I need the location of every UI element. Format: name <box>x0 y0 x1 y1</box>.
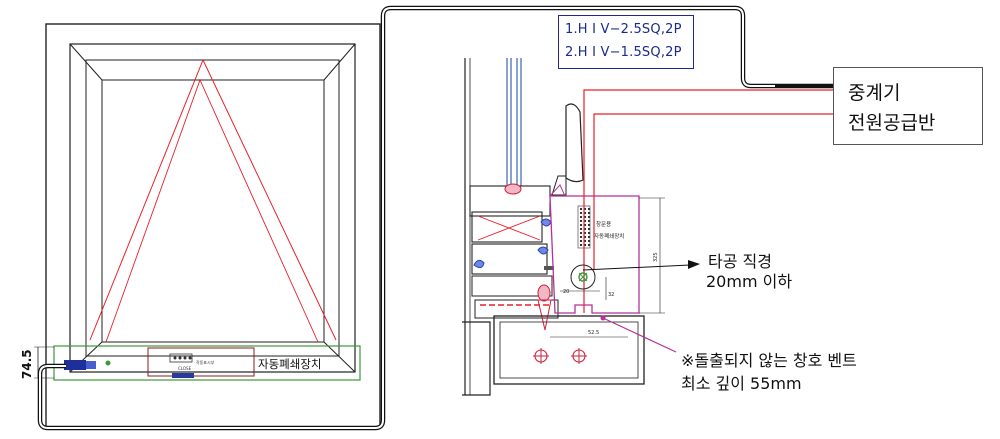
sensor-block <box>64 360 86 370</box>
gasket-blue <box>537 246 549 255</box>
hole-circle <box>570 264 596 290</box>
auto-closer-strip <box>53 345 361 381</box>
opening-indicator-inner <box>105 78 319 343</box>
hole-center-cross <box>578 272 588 282</box>
handle <box>565 103 584 183</box>
closer-device-outline <box>549 195 640 314</box>
section-detail: 52.5 창문용 자동폐쇄장치 20 32 325 <box>462 58 835 396</box>
window-elevation: CLOSE 작동표시부 자동폐쇄장치 74.5 <box>20 23 381 429</box>
frame-profile <box>471 243 548 275</box>
screw <box>537 299 552 331</box>
connector-pin <box>188 356 192 360</box>
frame-profile <box>471 275 553 297</box>
hole-leader-line <box>582 264 691 271</box>
connector <box>169 353 193 363</box>
vent-leader-dot <box>600 315 606 321</box>
wire-spec-line-2: 2.H I V−1.5SQ,2P <box>565 45 682 60</box>
sensor-block <box>86 361 96 369</box>
hole-diameter-note-line-2: 20mm 이하 <box>706 272 793 291</box>
device-label-line2: 자동폐쇄장치 <box>594 232 624 240</box>
opening-indicator-outer <box>89 58 337 341</box>
mitre-line <box>323 341 356 373</box>
label-plate <box>172 373 194 378</box>
closer-device-outline <box>549 184 566 197</box>
outer-frame <box>45 23 381 429</box>
dim-32: 32 <box>608 292 614 298</box>
dim-52-5: 52.5 <box>588 330 599 336</box>
connector-pin <box>183 356 187 360</box>
mitre-line <box>323 43 356 81</box>
gasket <box>537 284 551 302</box>
dimension-74-5: 74.5 <box>20 349 34 379</box>
connector-pin <box>178 356 182 360</box>
window-frame <box>69 43 356 373</box>
vent-depth-note-line-1: ※돌출되지 않는 창호 벤트 <box>681 351 857 370</box>
frame-profile <box>471 211 543 243</box>
wire-red-2 <box>593 113 835 270</box>
vent-leader-line <box>602 317 677 353</box>
hole-center <box>578 272 588 282</box>
close-label: CLOSE <box>178 366 192 371</box>
handle-base <box>551 175 567 196</box>
relay-panel-line-2: 전원공급반 <box>848 112 936 134</box>
vent-inner <box>499 321 639 379</box>
wire-spec-box: 1.H I V−2.5SQ,2P 2.H I V−1.5SQ,2P <box>558 15 694 69</box>
hole-diameter-note-line-1: 타공 직경 <box>708 252 772 271</box>
sill-profile <box>474 299 559 319</box>
mitre-line <box>69 43 103 81</box>
fixing-bolt <box>544 266 554 270</box>
dim-20: 20 <box>563 289 569 295</box>
power-cable-inner <box>39 7 835 429</box>
auto-closer-label: 자동폐쇄장치 <box>258 357 321 371</box>
cable-end <box>775 84 833 88</box>
control-box <box>147 347 255 377</box>
gasket <box>504 183 522 195</box>
device-label-line1: 창문용 <box>596 220 611 228</box>
sash-inner <box>101 79 325 343</box>
vent-depth-note-line-2: 최소 깊이 55mm <box>681 374 802 393</box>
gasket-blue <box>473 259 485 269</box>
wire-spec-line-1: 1.H I V−2.5SQ,2P <box>565 22 682 37</box>
cross-hatch <box>477 215 541 241</box>
sash-outer <box>85 59 340 357</box>
dim-325: 325 <box>653 252 659 262</box>
connector-pin <box>173 356 177 360</box>
vent-housing <box>493 315 645 385</box>
base-profile <box>462 321 491 396</box>
wire-red-1 <box>583 89 835 313</box>
relay-panel-line-1: 중계기 <box>848 82 901 104</box>
relay-power-panel: 중계기 전원공급반 <box>833 67 983 145</box>
hole-leader-arrow <box>688 260 700 269</box>
indicator-dot <box>105 360 111 366</box>
sensor-label: 작동표시부 <box>196 359 215 365</box>
